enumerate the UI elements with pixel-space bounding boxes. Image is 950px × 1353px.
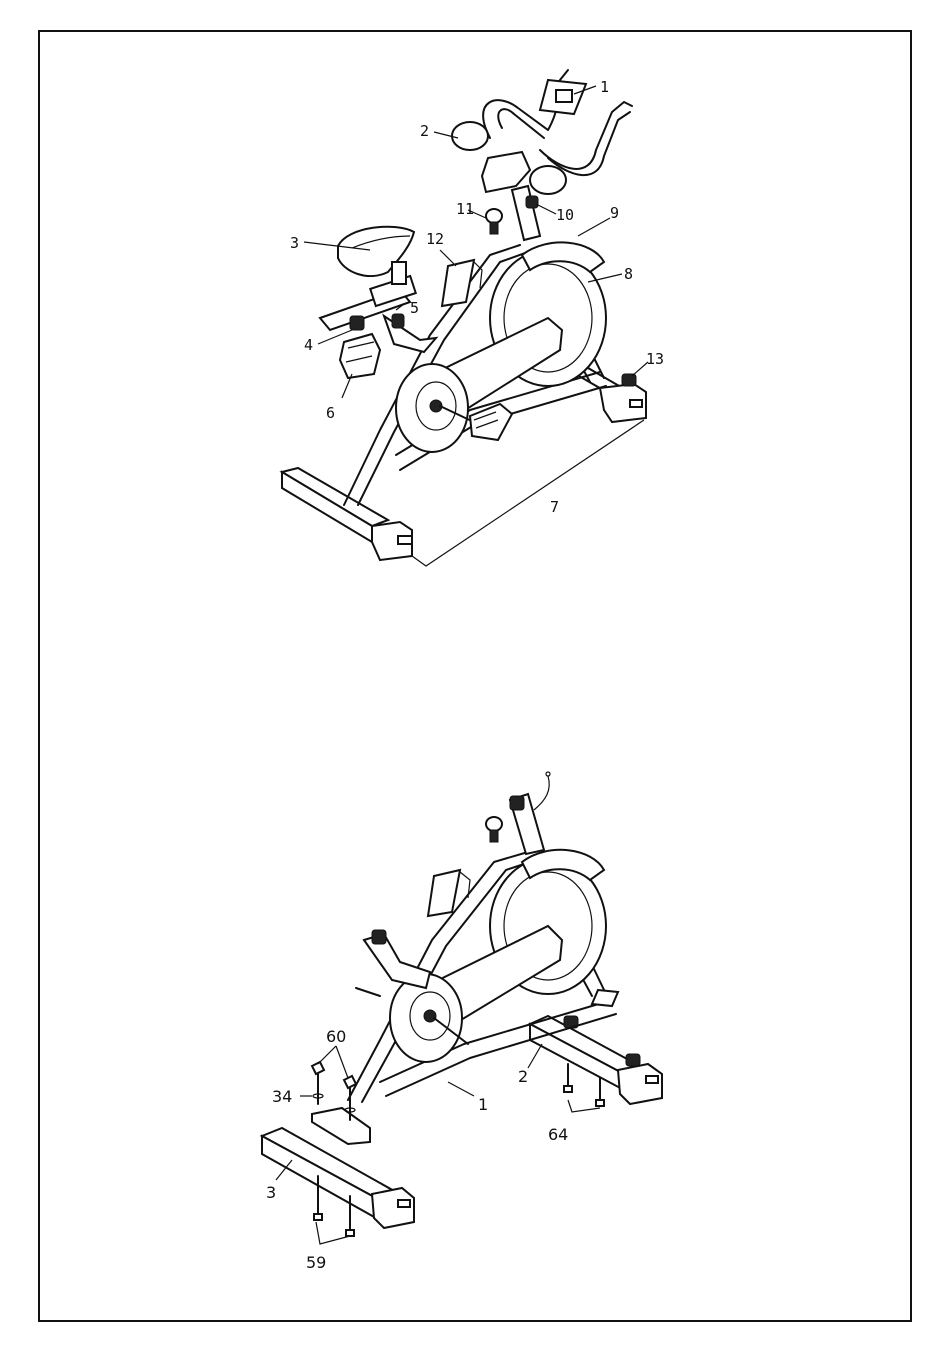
- callout-60-bottom: 60: [326, 1027, 346, 1046]
- callout-3-top: 3: [290, 234, 299, 252]
- callout-6-top: 6: [326, 404, 335, 422]
- exploded-bike-illustration: [262, 772, 662, 1236]
- callout-1-top: 1: [600, 78, 609, 96]
- callout-34-bottom: 34: [272, 1087, 292, 1106]
- callout-leaders-bottom: [276, 1044, 600, 1244]
- callout-2-top: 2: [420, 122, 429, 140]
- callout-4-top: 4: [304, 336, 313, 354]
- callout-59-bottom: 59: [306, 1253, 326, 1272]
- callout-3-bottom: 3: [266, 1183, 276, 1202]
- callout-7-top: 7: [550, 498, 559, 516]
- callout-64-bottom: 64: [548, 1125, 568, 1144]
- callout-5-top: 5: [410, 299, 419, 317]
- callout-2-bottom: 2: [518, 1067, 528, 1086]
- callout-11-top: 11: [456, 200, 474, 218]
- callout-10-top: 10: [556, 206, 574, 224]
- callout-12-top: 12: [426, 230, 444, 248]
- assembled-bike-illustration: [282, 70, 646, 560]
- callout-9-top: 9: [610, 204, 619, 222]
- callout-1-bottom: 1: [478, 1095, 488, 1114]
- callout-8-top: 8: [624, 265, 633, 283]
- callout-13-top: 13: [646, 350, 664, 368]
